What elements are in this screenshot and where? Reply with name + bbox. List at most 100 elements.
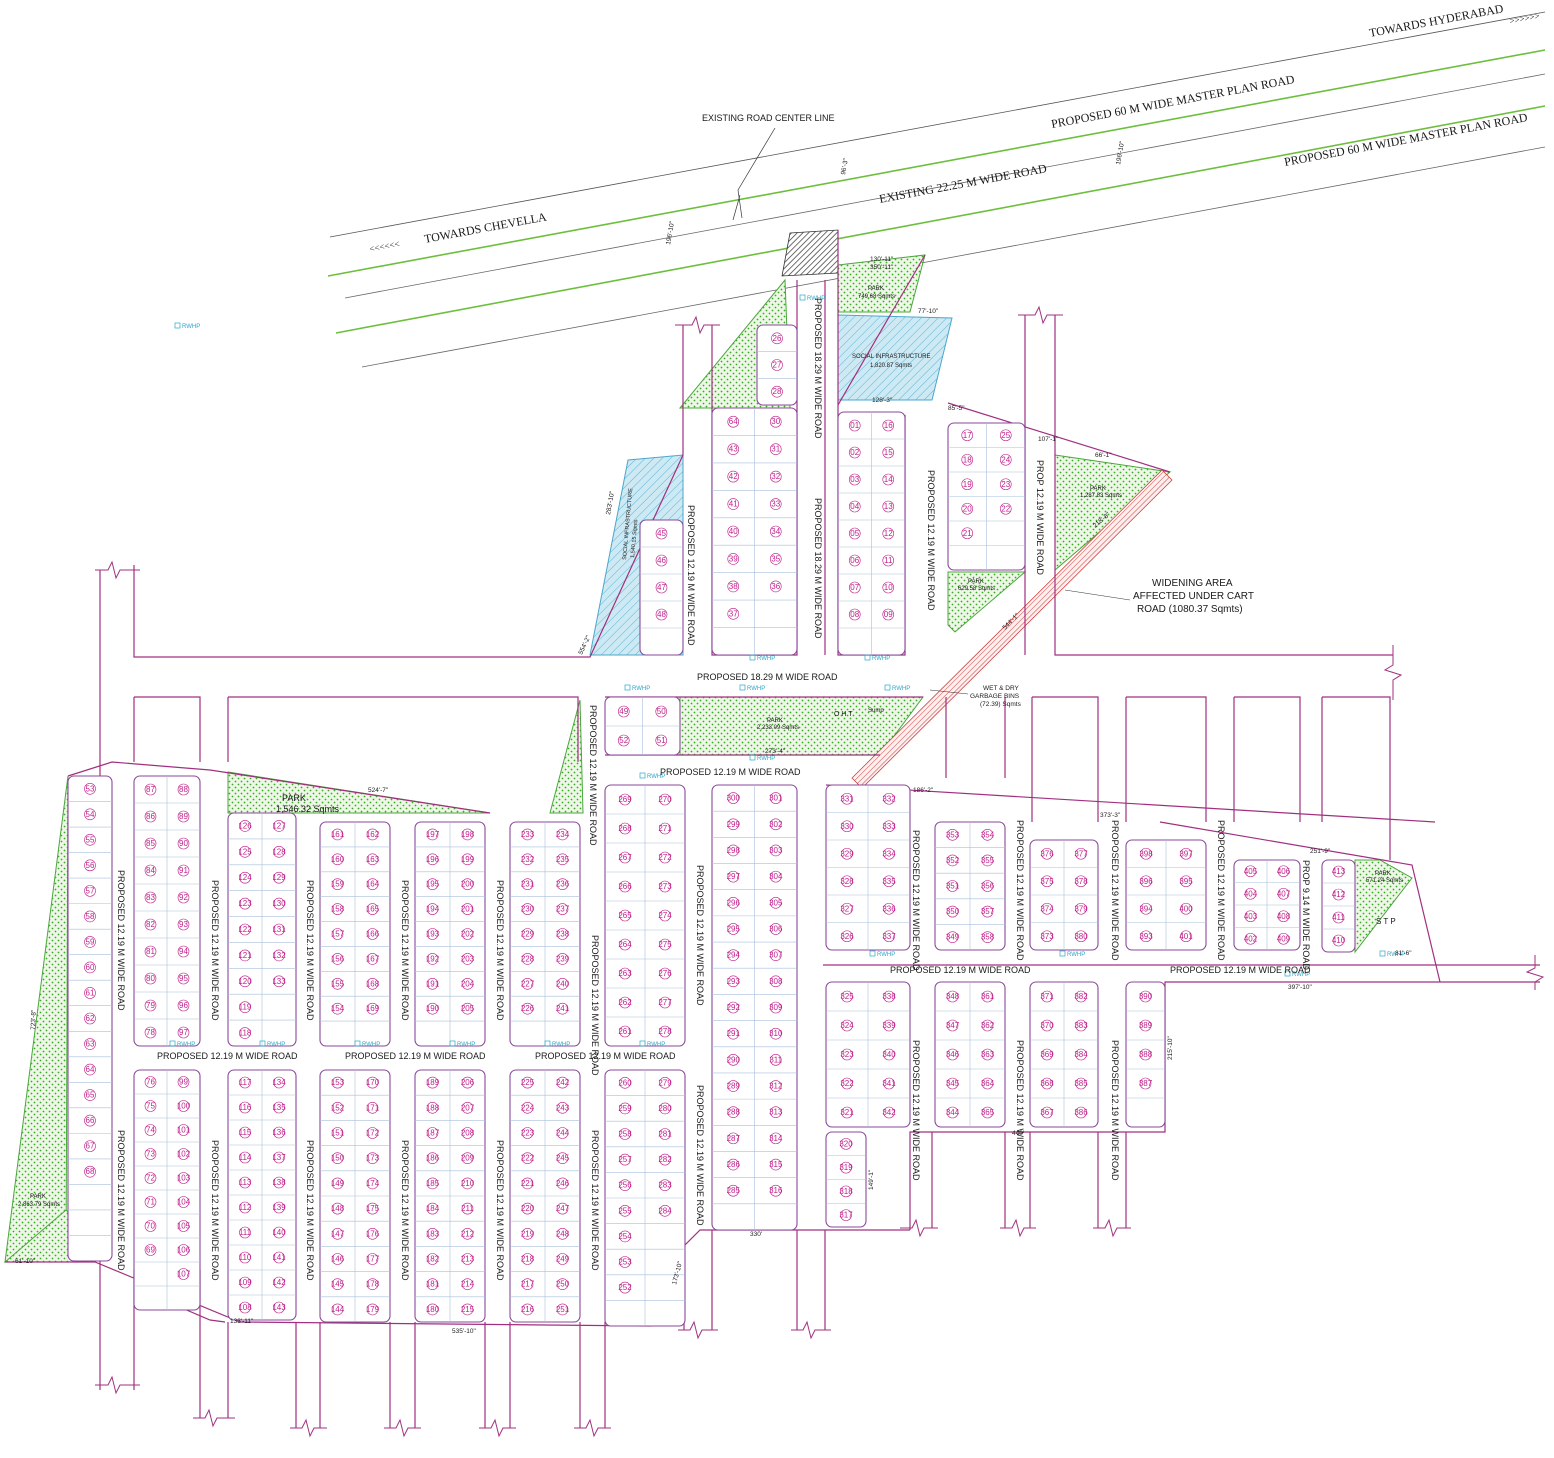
plot-number[interactable]: 203	[461, 954, 475, 963]
plot-number[interactable]: 66	[86, 1116, 95, 1125]
plot-number[interactable]: 239	[556, 954, 570, 963]
plot-number[interactable]: 93	[179, 920, 188, 929]
plot-number[interactable]: 295	[727, 924, 741, 933]
plot-number[interactable]: 347	[946, 1021, 960, 1030]
plot-number[interactable]: 78	[146, 1028, 155, 1037]
plot-number[interactable]: 220	[521, 1204, 535, 1213]
plot-number[interactable]: 208	[461, 1129, 475, 1138]
plot-number[interactable]: 393	[1139, 932, 1153, 941]
plot-number[interactable]: 244	[556, 1129, 570, 1138]
plot-number[interactable]: 373	[1040, 932, 1054, 941]
plot-number[interactable]: 56	[86, 861, 95, 870]
plot-number[interactable]: 109	[238, 1278, 252, 1287]
plot-number[interactable]: 311	[769, 1055, 782, 1064]
plot-number[interactable]: 238	[556, 930, 570, 939]
plot-number[interactable]: 147	[331, 1229, 345, 1238]
plot-number[interactable]: 111	[239, 1228, 252, 1237]
plot-number[interactable]: 24	[1001, 455, 1010, 464]
plot-number[interactable]: 159	[331, 880, 345, 889]
plot-number[interactable]: 257	[618, 1155, 632, 1164]
plot-number[interactable]: 226	[521, 1004, 535, 1013]
plot-number[interactable]: 234	[556, 830, 570, 839]
plot-number[interactable]: 210	[461, 1179, 475, 1188]
plot-number[interactable]: 58	[86, 912, 95, 921]
plot-number[interactable]: 47	[657, 583, 666, 592]
plot-number[interactable]: 74	[146, 1126, 155, 1135]
plot-number[interactable]: 275	[658, 940, 672, 949]
plot-number[interactable]: 169	[366, 1004, 380, 1013]
plot-number[interactable]: 215	[461, 1305, 475, 1314]
plot-number[interactable]: 394	[1139, 904, 1153, 913]
plot-number[interactable]: 140	[272, 1228, 286, 1237]
plot-number[interactable]: 17	[963, 431, 972, 440]
plot-number[interactable]: 149	[331, 1179, 345, 1188]
plot-number[interactable]: 188	[426, 1103, 440, 1112]
plot-number[interactable]: 164	[366, 880, 380, 889]
plot-number[interactable]: 345	[946, 1079, 960, 1088]
plot-number[interactable]: 291	[727, 1029, 741, 1038]
plot-number[interactable]: 153	[331, 1078, 345, 1087]
plot-number[interactable]: 70	[146, 1222, 155, 1231]
plot-number[interactable]: 323	[840, 1050, 854, 1059]
plot-number[interactable]: 193	[426, 930, 440, 939]
plot-number[interactable]: 322	[840, 1079, 854, 1088]
plot-number[interactable]: 406	[1277, 867, 1291, 876]
plot-number[interactable]: 108	[238, 1303, 252, 1312]
plot-number[interactable]: 296	[727, 898, 741, 907]
plot-number[interactable]: 57	[86, 886, 95, 895]
plot-number[interactable]: 52	[619, 736, 628, 745]
plot-number[interactable]: 35	[771, 554, 780, 563]
plot-number[interactable]: 281	[658, 1130, 672, 1139]
plot-number[interactable]: 121	[238, 951, 252, 960]
plot-number[interactable]: 184	[426, 1204, 440, 1213]
plot-number[interactable]: 126	[238, 821, 252, 830]
plot-number[interactable]: 08	[850, 610, 859, 619]
plot-number[interactable]: 319	[839, 1163, 853, 1172]
plot-number[interactable]: 267	[618, 853, 632, 862]
plot-number[interactable]: 18	[963, 455, 972, 464]
plot-number[interactable]: 42	[729, 472, 738, 481]
plot-number[interactable]: 135	[272, 1103, 286, 1112]
plot-number[interactable]: 152	[331, 1103, 345, 1112]
plot-number[interactable]: 306	[769, 924, 783, 933]
plot-number[interactable]: 353	[946, 830, 960, 839]
plot-number[interactable]: 175	[366, 1204, 380, 1213]
plot-number[interactable]: 336	[882, 904, 896, 913]
plot-number[interactable]: 264	[618, 940, 632, 949]
plot-number[interactable]: 118	[239, 1029, 252, 1038]
plot-number[interactable]: 202	[461, 930, 475, 939]
plot-number[interactable]: 334	[882, 849, 896, 858]
plot-number[interactable]: 302	[769, 820, 783, 829]
plot-number[interactable]: 279	[658, 1078, 672, 1087]
plot-number[interactable]: 251	[556, 1305, 570, 1314]
plot-number[interactable]: 207	[461, 1103, 475, 1112]
plot-number[interactable]: 363	[981, 1050, 995, 1059]
plot-number[interactable]: 365	[981, 1108, 995, 1117]
plot-number[interactable]: 232	[521, 855, 535, 864]
plot-number[interactable]: 194	[426, 905, 440, 914]
plot-number[interactable]: 116	[239, 1103, 252, 1112]
plot-number[interactable]: 285	[727, 1186, 741, 1195]
plot-number[interactable]: 03	[850, 475, 859, 484]
plot-number[interactable]: 327	[840, 904, 854, 913]
plot-number[interactable]: 401	[1179, 932, 1193, 941]
plot-number[interactable]: 145	[331, 1280, 345, 1289]
plot-number[interactable]: 331	[840, 794, 854, 803]
plot-number[interactable]: 181	[426, 1280, 440, 1289]
plot-number[interactable]: 154	[331, 1004, 345, 1013]
plot-number[interactable]: 137	[272, 1153, 286, 1162]
plot-number[interactable]: 283	[658, 1181, 672, 1190]
plot-number[interactable]: 04	[850, 502, 859, 511]
plot-number[interactable]: 299	[727, 820, 741, 829]
plot-number[interactable]: 258	[618, 1130, 632, 1139]
plot-number[interactable]: 358	[981, 933, 995, 942]
plot-number[interactable]: 405	[1244, 867, 1258, 876]
plot-number[interactable]: 163	[366, 855, 380, 864]
plot-number[interactable]: 400	[1179, 904, 1193, 913]
plot-number[interactable]: 155	[331, 979, 345, 988]
plot-number[interactable]: 91	[179, 866, 188, 875]
plot-number[interactable]: 19	[963, 480, 972, 489]
plot-number[interactable]: 65	[86, 1091, 95, 1100]
plot-number[interactable]: 79	[146, 1001, 155, 1010]
plot-number[interactable]: 63	[86, 1040, 95, 1049]
